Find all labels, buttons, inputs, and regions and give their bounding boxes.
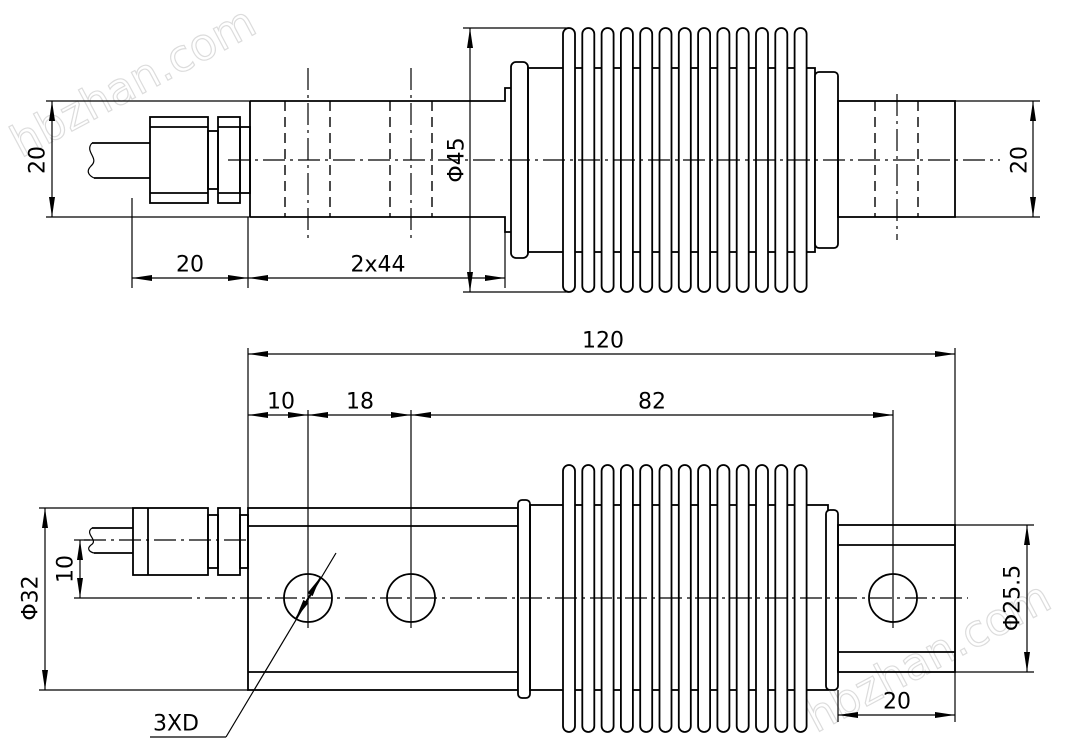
dim-left-height: 20	[26, 100, 250, 218]
dim-shaft-diameter: Φ25.5	[955, 524, 1034, 673]
body-left-top	[249, 68, 511, 240]
connector-neck	[207, 514, 219, 569]
diameter-arrow-line	[295, 577, 321, 619]
connector-nut-1	[149, 116, 209, 204]
dim-label: 10	[54, 555, 79, 583]
cable-break-line	[88, 527, 95, 554]
dim-label: 20	[1008, 146, 1033, 174]
dim-hole-spacing: 2x44	[248, 232, 506, 288]
dim-connector-length: 20	[131, 198, 249, 288]
dim-label: 82	[638, 390, 666, 415]
dim-label: 18	[346, 390, 374, 415]
connector-base	[239, 514, 249, 569]
dim-first-hole: 10	[248, 390, 308, 418]
dim-diameter-45: Φ45	[445, 27, 569, 293]
dim-cable-offset: 10	[54, 539, 170, 599]
dim-hole-pitch: 18	[308, 390, 411, 418]
connector-bottom	[132, 507, 249, 576]
dim-label: 120	[582, 329, 624, 354]
dim-label: 2x44	[350, 253, 405, 278]
shaft-right-top	[837, 94, 956, 240]
bottom-view: 120 10 18 82 Φ32 10	[19, 329, 1034, 738]
dim-shaft-length: 20	[837, 690, 955, 722]
top-view: 20 Φ45 20 20 2x44	[26, 27, 1040, 293]
dim-label: 20	[176, 253, 204, 278]
callout-label: 3XD	[153, 712, 199, 737]
dim-body-diameter: Φ32	[19, 507, 248, 691]
cable-top	[87, 142, 150, 179]
leader-line	[225, 552, 337, 738]
flange-cap-left	[517, 499, 531, 699]
dim-label: Φ32	[19, 575, 44, 620]
dim-label: Φ25.5	[1001, 565, 1026, 631]
connector-nut-2	[217, 507, 241, 576]
dim-label: 20	[26, 146, 51, 174]
flange-cap-right	[825, 509, 839, 691]
body-left-outline	[249, 87, 511, 233]
dim-label: 10	[267, 390, 295, 415]
dim-label: 20	[883, 690, 911, 715]
connector-neck	[207, 130, 219, 190]
dim-label: Φ45	[445, 137, 470, 182]
cable-bottom	[84, 527, 250, 554]
connector-nut-1	[132, 507, 209, 576]
cable-break-line	[87, 142, 95, 179]
dim-right-height: 20	[955, 100, 1040, 218]
dim-overall-length: 120	[247, 329, 956, 722]
hole-callout: 3XD	[150, 552, 337, 738]
dim-end-hole: 82	[411, 390, 893, 418]
